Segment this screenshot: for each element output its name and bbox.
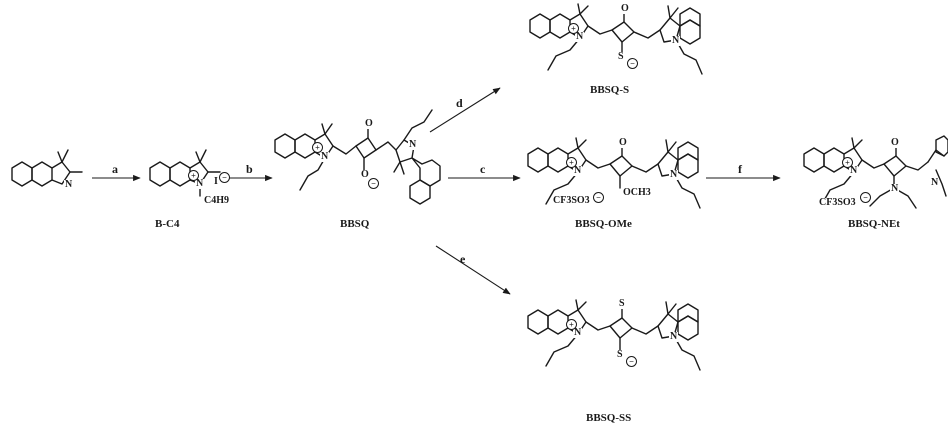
start-n-atom: N xyxy=(64,179,74,190)
start-structure xyxy=(11,149,83,187)
bbsq-net-n2-atom: N xyxy=(930,177,940,188)
bbsq-ss-s1-atom: S xyxy=(618,298,626,309)
bbsq-ome-plus-charge-icon: + xyxy=(566,157,577,168)
bbsq-net-plus-charge-icon: + xyxy=(842,157,853,168)
bbsq-ome-n1-atom: N xyxy=(573,165,583,176)
bbsq-plus-charge-icon: + xyxy=(312,142,323,153)
compound-label-bbsq-net: BBSQ-NEt xyxy=(848,218,900,230)
step-label-c: c xyxy=(480,162,486,176)
bbsq-o2-atom: O xyxy=(360,169,370,180)
arrow-d xyxy=(429,87,501,133)
step-label-e: e xyxy=(460,252,466,266)
bbsq-net-n1-atom: N xyxy=(849,165,859,176)
bc4-minus-charge-icon: − xyxy=(219,172,230,183)
step-label-a: a xyxy=(112,162,118,176)
bbsq-net-counterion: CF3SO3 xyxy=(818,197,857,208)
bbsq-s-minus-charge-icon: − xyxy=(627,58,638,69)
compound-label-bbsq-ome: BBSQ-OMe xyxy=(575,218,632,230)
compound-label-bc4: B-C4 xyxy=(155,218,180,230)
bbsq-ome-counterion: CF3SO3 xyxy=(552,195,591,206)
bbsq-ss-n1-atom: N xyxy=(573,327,583,338)
bbsq-structure xyxy=(274,109,441,205)
bc4-n-atom: N xyxy=(195,178,205,189)
bc4-iodide: I xyxy=(213,176,219,187)
bbsq-s-n2-atom: N xyxy=(671,35,681,46)
bbsq-ome-methoxy-group: OCH3 xyxy=(622,187,652,198)
bbsq-net-n3-atom: N xyxy=(890,183,900,194)
bbsq-s-o-atom: O xyxy=(620,3,630,14)
bbsq-ss-s2-atom: S xyxy=(616,349,624,360)
compound-label-bbsq: BBSQ xyxy=(340,218,370,230)
bbsq-s-n1-atom: N xyxy=(575,31,585,42)
bbsq-o1-atom: O xyxy=(364,118,374,129)
bbsq-ome-o-atom: O xyxy=(618,137,628,148)
bc4-structure xyxy=(149,149,221,197)
bbsq-n1-atom: N xyxy=(320,151,330,162)
bbsq-minus-charge-icon: − xyxy=(368,178,379,189)
bbsq-ss-plus-charge-icon: + xyxy=(566,319,577,330)
bbsq-ss-n2-atom: N xyxy=(669,331,679,342)
bbsq-ome-n2-atom: N xyxy=(669,169,679,180)
compound-label-bbsq-ss: BBSQ-SS xyxy=(586,412,632,424)
bc4-plus-charge-icon: + xyxy=(188,170,199,181)
step-label-f: f xyxy=(738,162,742,176)
arrow-e xyxy=(435,245,511,295)
bbsq-ss-minus-charge-icon: − xyxy=(626,356,637,367)
bbsq-net-structure xyxy=(803,135,948,209)
compound-label-bbsq-s: BBSQ-S xyxy=(590,84,630,96)
bbsq-ome-minus-charge-icon: − xyxy=(593,192,604,203)
bbsq-net-minus-charge-icon: − xyxy=(860,192,871,203)
bbsq-s-s-atom: S xyxy=(617,51,625,62)
bbsq-s-plus-charge-icon: + xyxy=(568,23,579,34)
bbsq-n2-atom: N xyxy=(408,139,418,150)
bbsq-net-o-atom: O xyxy=(890,137,900,148)
step-label-d: d xyxy=(456,96,463,110)
bc4-butyl-group: C4H9 xyxy=(203,195,230,206)
step-label-b: b xyxy=(246,162,253,176)
